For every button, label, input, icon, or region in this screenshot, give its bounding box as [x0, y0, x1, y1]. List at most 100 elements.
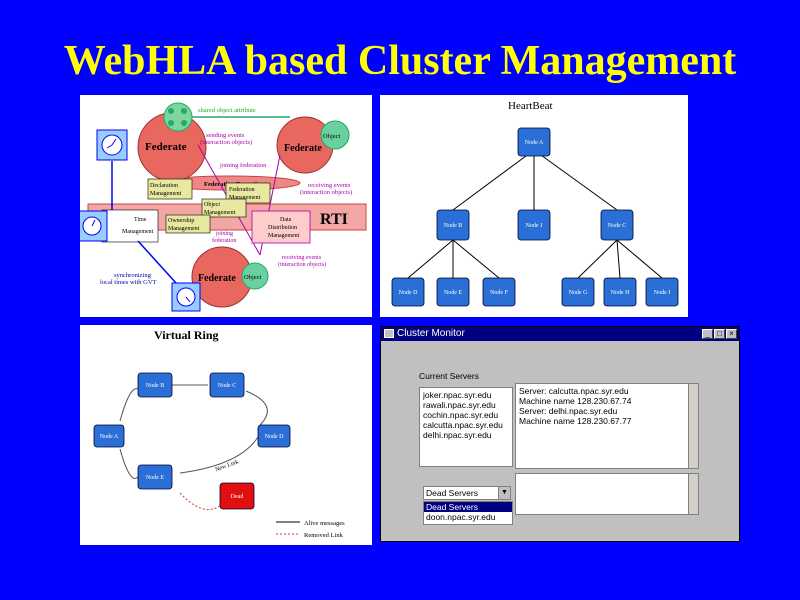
clock-icon-top	[96, 129, 128, 161]
ring-node: Node D	[257, 424, 291, 448]
svg-text:Management: Management	[122, 229, 154, 235]
window-title: Cluster Monitor	[397, 328, 465, 339]
svg-text:Removed Link: Removed Link	[304, 532, 344, 539]
window-titlebar[interactable]: Cluster Monitor _ □ ×	[381, 327, 739, 341]
svg-text:Node J: Node J	[526, 223, 543, 229]
svg-text:Node E: Node E	[146, 475, 164, 481]
list-item[interactable]: calcutta.npac.syr.edu	[423, 420, 503, 430]
list-item[interactable]: joker.npac.syr.edu	[423, 390, 492, 400]
current-servers-label: Current Servers	[419, 371, 479, 381]
svg-text:Federate: Federate	[198, 273, 236, 284]
server-details-textarea[interactable]: Server: calcutta.npac.syr.edu Machine na…	[515, 383, 699, 469]
svg-text:Node A: Node A	[100, 434, 119, 440]
svg-text:Management: Management	[168, 226, 200, 232]
tree-node: Node A	[517, 127, 551, 157]
svg-text:Management: Management	[268, 233, 300, 239]
svg-text:Node F: Node F	[490, 290, 508, 296]
svg-text:Node A: Node A	[525, 140, 544, 146]
svg-text:federation: federation	[212, 237, 236, 244]
svg-text:Node D: Node D	[265, 434, 284, 440]
svg-text:Node E: Node E	[444, 290, 462, 296]
maximize-icon[interactable]: □	[714, 329, 725, 339]
ownership-management-box	[165, 214, 211, 234]
heartbeat-title: HeartBeat	[508, 100, 553, 112]
svg-text:Federation: Federation	[229, 187, 255, 193]
ring-node: Node C	[209, 372, 245, 398]
time-management-box	[101, 209, 159, 243]
svg-text:joining: joining	[215, 231, 233, 237]
svg-text:synchronizing: synchronizing	[114, 272, 152, 279]
svg-text:Node C: Node C	[608, 223, 627, 229]
svg-text:(interaction objects): (interaction objects)	[278, 261, 326, 268]
close-icon[interactable]: ×	[726, 329, 737, 339]
svg-text:sending events: sending events	[206, 132, 245, 139]
svg-text:Object: Object	[204, 202, 220, 208]
tree-node: Node I	[645, 277, 679, 307]
slide-title: WebHLA based Cluster Management	[63, 38, 737, 84]
chevron-down-icon[interactable]: ▼	[498, 487, 510, 499]
vertical-scrollbar[interactable]	[688, 474, 698, 514]
data-distribution-management-box	[251, 210, 311, 244]
tree-node: Node B	[436, 209, 470, 241]
svg-text:Alive messages: Alive messages	[304, 520, 345, 527]
ring-node: Dead	[219, 482, 255, 510]
svg-text:Node D: Node D	[399, 290, 418, 296]
svg-text:Federate: Federate	[284, 143, 322, 154]
clock-icon-left	[80, 210, 108, 242]
ring-node: Node E	[137, 464, 173, 490]
vertical-scrollbar[interactable]	[688, 384, 698, 468]
federation-management-box	[225, 182, 271, 204]
minimize-icon[interactable]: _	[702, 329, 713, 339]
svg-text:shared object attribute: shared object attribute	[198, 107, 256, 114]
clock-icon-bottom	[171, 282, 201, 312]
declaration-management-box	[147, 178, 193, 200]
heartbeat-diagram: HeartBeat Node A Node B Node J Node C Node D…	[380, 95, 688, 317]
object-top	[320, 120, 350, 150]
svg-text:local times with GVT: local times with GVT	[100, 279, 157, 286]
svg-text:Node I: Node I	[654, 290, 671, 296]
object-management-box	[201, 198, 247, 218]
svg-text:Federate: Federate	[145, 141, 187, 153]
svg-text:Dead: Dead	[231, 494, 244, 500]
tree-node: Node E	[436, 277, 470, 307]
tree-node: Node G	[561, 277, 595, 307]
svg-text:Node C: Node C	[218, 383, 237, 389]
svg-text:Management: Management	[150, 191, 182, 197]
list-item[interactable]: rawali.npac.syr.edu	[423, 400, 496, 410]
svg-text:(interaction objects): (interaction objects)	[200, 139, 252, 146]
tree-node: Node F	[482, 277, 516, 307]
svg-text:Object: Object	[244, 274, 262, 281]
list-item[interactable]: cochin.npac.syr.edu	[423, 410, 499, 420]
svg-text:Data: Data	[280, 217, 292, 223]
svg-text:(interaction objects): (interaction objects)	[300, 189, 352, 196]
svg-text:Node H: Node H	[611, 290, 630, 296]
rti-label: RTI	[320, 211, 348, 228]
svg-text:Node G: Node G	[569, 290, 588, 296]
current-servers-list[interactable]: joker.npac.syr.edu rawali.npac.syr.edu c…	[419, 387, 513, 467]
tree-node: Node J	[517, 209, 551, 241]
svg-text:joining federation: joining federation	[219, 162, 267, 169]
object-bottom	[241, 262, 269, 290]
svg-text:Object: Object	[323, 133, 341, 140]
virtual-ring-title: Virtual Ring	[154, 328, 219, 342]
dead-servers-dropdown[interactable]: Dead Servers ▼	[423, 486, 511, 500]
svg-text:Time: Time	[134, 217, 147, 223]
svg-text:receiving events: receiving events	[308, 182, 351, 189]
svg-text:Distribution: Distribution	[268, 225, 297, 231]
svg-text:Management: Management	[229, 195, 261, 201]
tree-node: Node H	[603, 277, 637, 307]
dropdown-option[interactable]: Dead Servers	[424, 502, 512, 512]
svg-text:Node B: Node B	[146, 383, 165, 389]
ring-node: Node B	[137, 372, 173, 398]
dropdown-options[interactable]: Dead Servers doon.npac.syr.edu	[423, 501, 513, 525]
dead-servers-panel	[515, 473, 699, 515]
hla-rti-diagram: RTI Federation Execution Federate Federa…	[80, 95, 372, 317]
svg-text:Ownership: Ownership	[168, 218, 194, 224]
shared-object-icon	[163, 102, 193, 132]
app-icon	[384, 329, 394, 338]
tree-node: Node C	[600, 209, 634, 241]
dropdown-option[interactable]: doon.npac.syr.edu	[426, 512, 496, 522]
list-item[interactable]: delhi.npac.syr.edu	[423, 430, 492, 440]
ring-node: Node A	[93, 424, 125, 448]
